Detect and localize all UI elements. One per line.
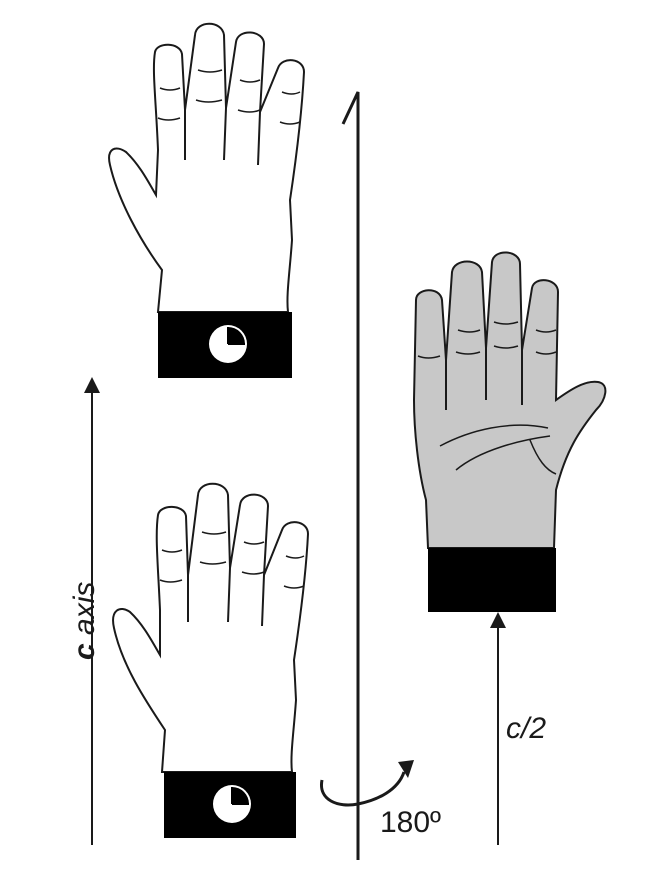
rotation-arrow-icon xyxy=(321,760,414,805)
right-hand-palm xyxy=(414,252,605,548)
clock-icon xyxy=(209,325,247,363)
c-axis-label: c axis xyxy=(68,582,102,660)
screw-axis-line xyxy=(343,92,358,860)
top-hand-back xyxy=(109,24,304,312)
right-hand-cuff xyxy=(428,548,556,612)
c-axis-letter: c xyxy=(68,643,101,660)
bottom-hand-back xyxy=(113,484,308,772)
half-translation-label: c/2 xyxy=(506,712,546,746)
clock-icon xyxy=(213,785,251,823)
rotation-angle-label: 180º xyxy=(380,806,441,840)
c-axis-word: axis xyxy=(68,582,101,635)
